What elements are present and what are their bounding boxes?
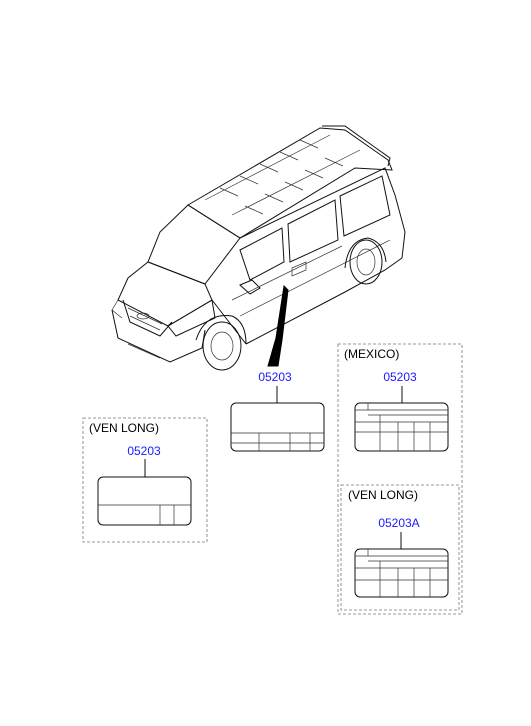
right-group-frame: [337, 343, 463, 615]
van-icon: [111, 125, 406, 371]
ven-long-left-group: (VEN LONG) 05203: [82, 417, 208, 543]
label-plate-main: [230, 402, 325, 452]
main-label-callout: 05203: [230, 370, 325, 452]
ven-long-right-group: (VEN LONG) 05203A: [340, 484, 460, 611]
region-label-ven-long-left: (VEN LONG): [89, 421, 159, 435]
label-plate-mexico: [354, 402, 449, 452]
part-number-05203-ven-long: 05203: [127, 444, 161, 458]
label-plate-ven-long-right: [354, 548, 449, 598]
part-number-05203-mexico: 05203: [383, 370, 417, 384]
region-label-mexico: (MEXICO): [344, 347, 399, 361]
part-number-05203A: 05203A: [378, 516, 419, 530]
mexico-group: (MEXICO) 05203: [344, 347, 449, 452]
region-label-ven-long-right: (VEN LONG): [348, 488, 418, 502]
label-plate-ven-long-left: [97, 476, 192, 526]
part-number-05203-main: 05203: [258, 370, 292, 384]
